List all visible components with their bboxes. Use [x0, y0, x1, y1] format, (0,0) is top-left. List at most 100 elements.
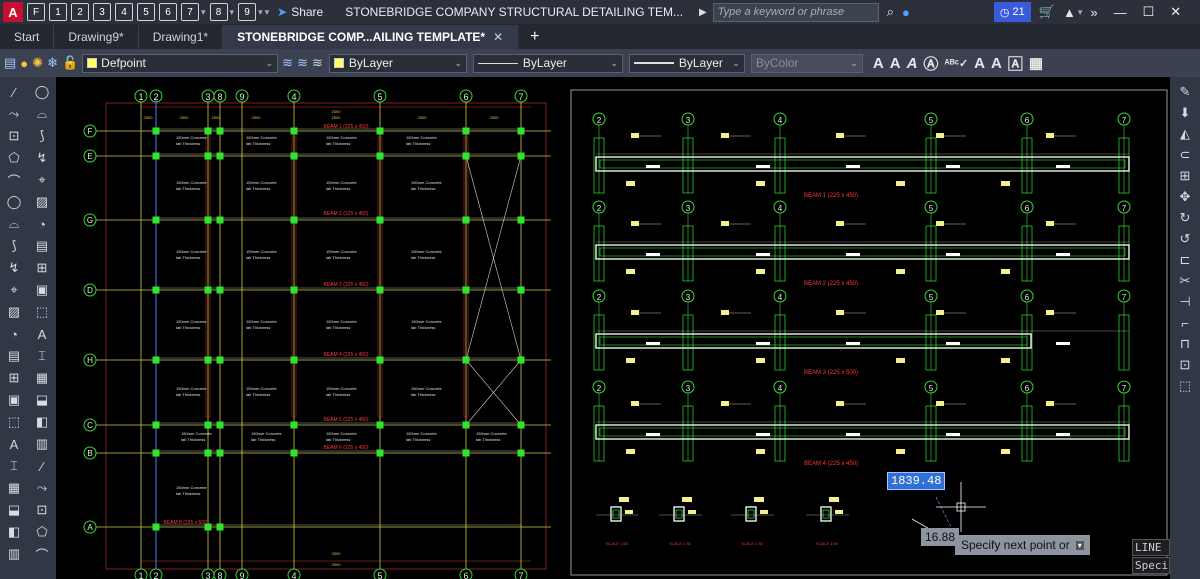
- color-dropdown[interactable]: ByLayer ⌄: [328, 53, 467, 73]
- modify-tool-icon[interactable]: ⊏: [1179, 252, 1191, 267]
- tab-start[interactable]: Start: [0, 25, 55, 49]
- draw-tool-icon[interactable]: ◯: [6, 194, 22, 209]
- quick-access-5[interactable]: 5: [137, 3, 155, 21]
- quick-access-9[interactable]: 9: [238, 3, 257, 21]
- chevron-down-icon[interactable]: ▾: [258, 6, 263, 17]
- draw-tool-icon[interactable]: ∕: [12, 84, 16, 100]
- search-input[interactable]: Type a keyword or phrase: [712, 2, 879, 22]
- modify-tool-icon[interactable]: ✥: [1179, 189, 1191, 204]
- draw-tool-icon[interactable]: ⤳: [36, 480, 48, 495]
- modify-tool-icon[interactable]: ⌐: [1181, 315, 1189, 331]
- layer-dropdown[interactable]: Defpoint ⌄: [82, 53, 279, 73]
- dynamic-input-value[interactable]: 1839.48: [887, 472, 946, 490]
- draw-tool-icon[interactable]: ⌒: [7, 173, 21, 189]
- match-layer-icon[interactable]: ≋: [282, 55, 294, 70]
- freeze-icon[interactable]: ❄: [47, 55, 58, 70]
- draw-tool-icon[interactable]: ▨: [7, 304, 21, 319]
- text-style-icon[interactable]: A: [872, 54, 884, 72]
- drawing-canvas[interactable]: 112233889944556677FEGDHCBA150mm Concrete…: [56, 77, 1170, 579]
- command-input-line[interactable]: Speci: [1132, 557, 1170, 574]
- draw-tool-icon[interactable]: ⊡: [36, 502, 48, 517]
- draw-tool-icon[interactable]: ⌖: [10, 282, 18, 297]
- draw-tool-icon[interactable]: ▣: [35, 282, 49, 297]
- modify-tool-icon[interactable]: ⊓: [1179, 336, 1191, 351]
- chevron-down-icon[interactable]: ▾: [229, 6, 235, 17]
- app-logo[interactable]: A: [3, 2, 23, 22]
- draw-tool-icon[interactable]: ⟆: [39, 128, 45, 143]
- modify-tool-icon[interactable]: ✂: [1179, 273, 1191, 288]
- draw-tool-icon[interactable]: ◧: [35, 414, 49, 429]
- maximize-icon[interactable]: ☐: [1142, 4, 1155, 19]
- draw-tool-icon[interactable]: ◯: [34, 84, 50, 99]
- cart-icon[interactable]: 🛒: [1038, 4, 1055, 19]
- draw-tool-icon[interactable]: ⬓: [7, 502, 21, 517]
- draw-tool-icon[interactable]: A: [37, 326, 47, 342]
- close-icon[interactable]: ✕: [1170, 4, 1182, 19]
- modify-tool-icon[interactable]: ◭: [1180, 126, 1190, 141]
- draw-tool-icon[interactable]: ▤: [35, 238, 49, 253]
- draw-tool-icon[interactable]: ⬠: [8, 150, 20, 165]
- draw-tool-icon[interactable]: ⌓: [36, 106, 48, 121]
- draw-tool-icon[interactable]: ↯: [36, 150, 48, 165]
- find-text-icon[interactable]: Ⓐ: [923, 55, 939, 73]
- draw-tool-icon[interactable]: ▥: [7, 546, 21, 561]
- share-button[interactable]: ➤ Share: [277, 5, 323, 19]
- customize-toolbar-icon[interactable]: ▾: [264, 6, 270, 17]
- draw-tool-icon[interactable]: ↯: [8, 260, 20, 275]
- notifications-badge[interactable]: ◷ 21: [993, 2, 1031, 22]
- draw-tool-icon[interactable]: A: [9, 436, 19, 452]
- draw-tool-icon[interactable]: ⌶: [38, 348, 46, 363]
- layer-properties-icon[interactable]: ▤: [4, 55, 17, 70]
- modify-tool-icon[interactable]: ⬚: [1178, 378, 1192, 393]
- modify-tool-icon[interactable]: ✎: [1179, 84, 1191, 99]
- user-name-field[interactable]: [913, 4, 990, 20]
- quick-access-6[interactable]: 6: [159, 3, 177, 21]
- open-file-button[interactable]: F: [27, 3, 45, 21]
- chevron-down-icon[interactable]: ▾: [1077, 6, 1083, 17]
- lineweight-dropdown[interactable]: ByLayer ⌄: [628, 53, 745, 73]
- draw-tool-icon[interactable]: ⌖: [38, 172, 46, 187]
- lock-icon[interactable]: 🔓: [61, 55, 79, 70]
- draw-tool-icon[interactable]: ⤳: [8, 106, 20, 121]
- text-height-icon[interactable]: A: [889, 54, 901, 72]
- sun-icon[interactable]: ✺: [32, 55, 44, 70]
- draw-tool-icon[interactable]: ⬚: [35, 304, 49, 319]
- autodesk-a-icon[interactable]: ▲: [1062, 4, 1076, 20]
- draw-tool-icon[interactable]: ⌒: [35, 547, 49, 563]
- tab-stonebridge[interactable]: STONEBRIDGE COMP...AILING TEMPLATE* ✕: [223, 25, 519, 49]
- quick-access-2[interactable]: 2: [71, 3, 89, 21]
- expand-icon[interactable]: »: [1090, 4, 1098, 20]
- quick-access-3[interactable]: 3: [93, 3, 111, 21]
- search-icon[interactable]: ⌕: [886, 4, 895, 19]
- draw-tool-icon[interactable]: ⊡: [8, 128, 20, 143]
- draw-tool-icon[interactable]: ◧: [7, 524, 21, 539]
- modify-tool-icon[interactable]: ↻: [1179, 210, 1191, 225]
- modify-tool-icon[interactable]: ⊣: [1179, 294, 1191, 309]
- quick-access-7[interactable]: 7: [181, 3, 199, 21]
- draw-tool-icon[interactable]: ◔: [38, 216, 46, 232]
- draw-tool-icon[interactable]: ▨: [35, 194, 49, 209]
- tab-drawing9[interactable]: Drawing9*: [54, 25, 139, 49]
- linetype-dropdown[interactable]: ByLayer ⌄: [472, 53, 623, 73]
- modify-tool-icon[interactable]: ⬇: [1179, 105, 1191, 120]
- draw-tool-icon[interactable]: ▣: [7, 392, 21, 407]
- draw-tool-icon[interactable]: ⌶: [10, 458, 18, 473]
- draw-tool-icon[interactable]: ▤: [7, 348, 21, 363]
- text-justify-icon[interactable]: A: [991, 54, 1002, 72]
- draw-tool-icon[interactable]: ∕: [40, 458, 44, 474]
- quick-access-4[interactable]: 4: [115, 3, 133, 21]
- layer-isolate-icon[interactable]: ≋: [311, 55, 323, 70]
- modify-tool-icon[interactable]: ⊂: [1179, 147, 1191, 162]
- user-icon[interactable]: ●: [902, 4, 910, 20]
- modify-tool-icon[interactable]: ↺: [1179, 231, 1191, 246]
- modify-tool-icon[interactable]: ⊞: [1179, 168, 1191, 183]
- draw-tool-icon[interactable]: ◔: [10, 326, 18, 342]
- draw-tool-icon[interactable]: ⬓: [35, 392, 49, 407]
- arrow-right-icon[interactable]: ▶: [699, 6, 707, 18]
- draw-tool-icon[interactable]: ⬠: [36, 524, 48, 539]
- draw-tool-icon[interactable]: ⌓: [8, 216, 20, 231]
- draw-tool-icon[interactable]: ⊞: [36, 260, 48, 275]
- draw-tool-icon[interactable]: ⟆: [11, 238, 17, 253]
- modify-tool-icon[interactable]: ⊡: [1179, 357, 1191, 372]
- text-table-icon[interactable]: ▦: [1028, 55, 1044, 72]
